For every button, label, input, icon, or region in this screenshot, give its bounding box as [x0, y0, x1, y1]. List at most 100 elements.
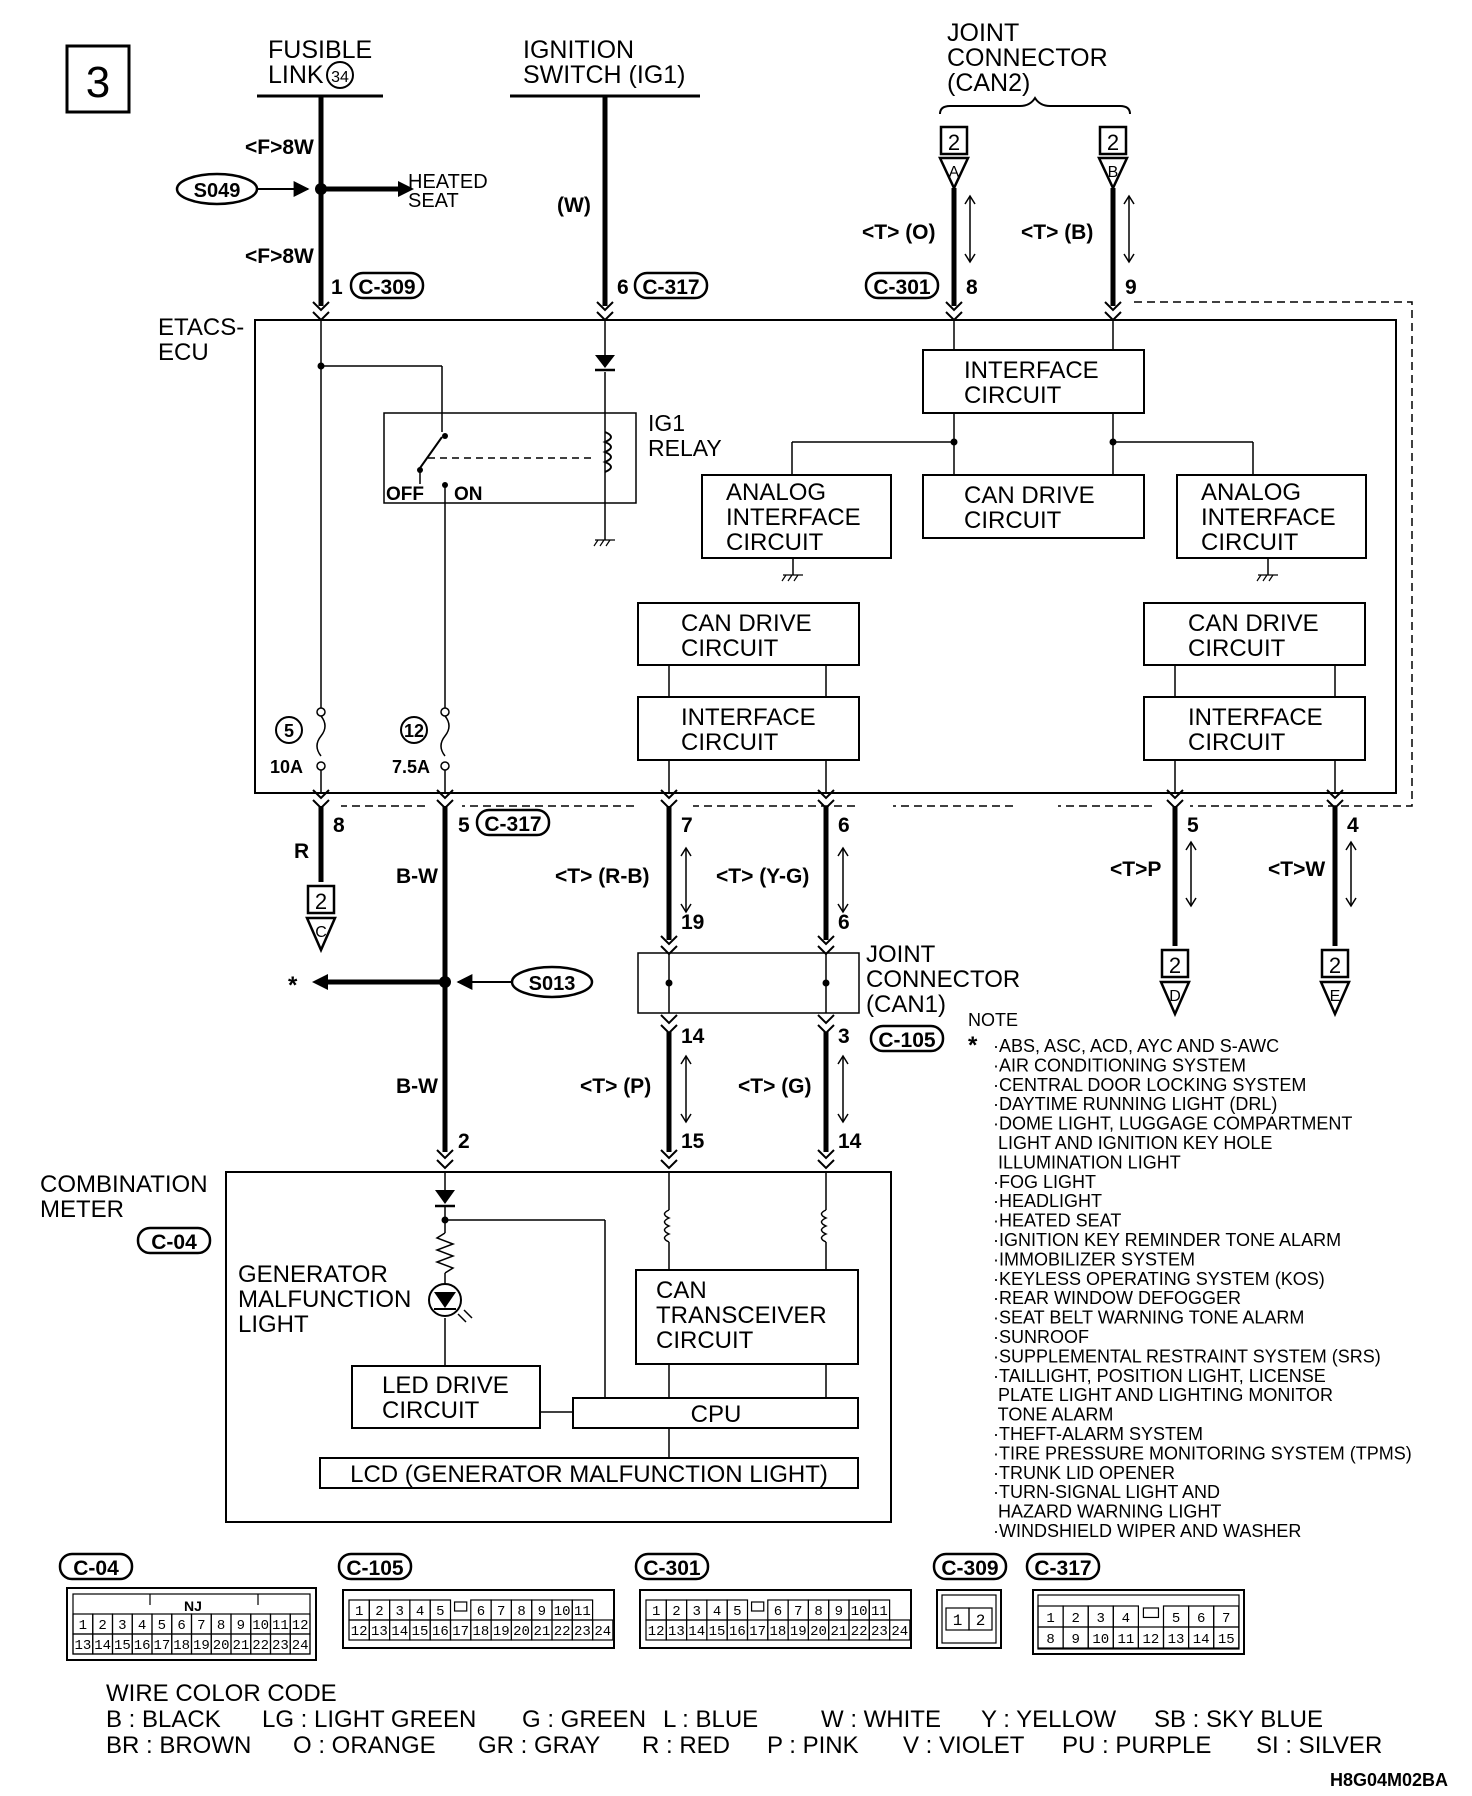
svg-text:FUSIBLE: FUSIBLE [268, 36, 372, 64]
note-item: PLATE LIGHT AND LIGHTING MONITOR [993, 1385, 1333, 1405]
svg-text:CIRCUIT: CIRCUIT [726, 529, 824, 556]
svg-text:CIRCUIT: CIRCUIT [964, 382, 1062, 409]
svg-text:METER: METER [40, 1196, 124, 1223]
fuse-12: 12 7.5A [392, 707, 450, 793]
svg-text:HEATED: HEATED [408, 171, 488, 193]
wire-color-entry: SI : SILVER [1256, 1732, 1382, 1759]
wire-color-entry: R : RED [642, 1732, 730, 1759]
offpage-connector-e: 2 E [1319, 948, 1351, 1018]
connector-pin-label: 1 [1046, 1611, 1054, 1627]
wire-can2-b [1104, 188, 1122, 322]
connector-pin-label: 13 [371, 1624, 388, 1640]
star-marker-branch: * [288, 972, 298, 999]
connector-pin-label: 12 [1143, 1632, 1160, 1648]
connector-pin-label: 17 [452, 1624, 469, 1640]
svg-text:C-105: C-105 [346, 1557, 404, 1580]
wire-color-entry: LG : LIGHT GREEN [262, 1706, 476, 1733]
wire-label-t-w-right: <T>W [1268, 858, 1325, 881]
wire-label-t-p-right: <T>P [1110, 858, 1161, 881]
connector-pin-cell [591, 1619, 614, 1641]
diode-meter [435, 1190, 455, 1208]
pin-1: 1 [331, 276, 343, 299]
wire-can2-a [945, 188, 963, 322]
svg-text:COMBINATION: COMBINATION [40, 1171, 208, 1198]
pin-5-right: 5 [1187, 814, 1199, 837]
connector-tag-c317-bottom: C-317 [475, 808, 551, 837]
connector-pin-label: 14 [1193, 1632, 1210, 1648]
note-item: ·THEFT-ALARM SYSTEM [993, 1424, 1203, 1444]
ecu-bottom-terminals [312, 789, 1344, 810]
connector-key [1142, 1607, 1160, 1619]
connector-pin-label: 20 [513, 1624, 530, 1640]
connector-pin-label: 2 [672, 1604, 680, 1620]
connector-pin-label: 13 [1168, 1632, 1185, 1648]
note-item: HAZARD WARNING LIGHT [993, 1502, 1221, 1522]
note-item: ·KEYLESS OPERATING SYSTEM (KOS) [993, 1269, 1325, 1289]
note-item: LIGHT AND IGNITION KEY HOLE [993, 1133, 1272, 1153]
connector-pin-label: 23 [871, 1624, 888, 1640]
svg-text:12: 12 [404, 721, 424, 741]
analog-interface-circuit-right: ANALOG INTERFACE CIRCUIT [1176, 474, 1367, 559]
connector-pin-label: 15 [114, 1638, 131, 1654]
svg-text:JOINT: JOINT [947, 19, 1019, 47]
svg-text:GENERATOR: GENERATOR [238, 1261, 388, 1288]
can-direction-arrows-mid [680, 840, 1357, 1124]
note: NOTE * ·ABS, ASC, ACD, AYC AND S-AWC·AIR… [968, 1010, 1412, 1541]
connector-pin-label: 1 [79, 1618, 87, 1634]
svg-text:B: B [1108, 164, 1119, 181]
connector-pin-label: 14 [688, 1624, 705, 1640]
connector-pin-label: 12 [648, 1624, 665, 1640]
pin-14-meter: 14 [838, 1130, 862, 1153]
connector-pin-label: 13 [74, 1638, 91, 1654]
connector-key [750, 1601, 765, 1612]
wire-color-entry: W : WHITE [821, 1706, 941, 1733]
connector-pin-label: 12 [351, 1624, 368, 1640]
svg-text:TRANSCEIVER: TRANSCEIVER [656, 1302, 827, 1329]
connector-pin-label: 17 [749, 1624, 766, 1640]
svg-text:E: E [1330, 988, 1341, 1005]
connector-pin-label: 15 [709, 1624, 726, 1640]
svg-text:2: 2 [1329, 953, 1341, 978]
svg-text:C-317: C-317 [484, 813, 541, 836]
can-drive-circuit-left: CAN DRIVE CIRCUIT [637, 602, 860, 666]
interface-circuit-left: INTERFACE CIRCUIT [637, 696, 860, 761]
svg-text:C-301: C-301 [873, 276, 931, 299]
svg-text:2: 2 [1169, 953, 1181, 978]
note-item: ·SEAT BELT WARNING TONE ALARM [993, 1308, 1304, 1328]
svg-text:CAN DRIVE: CAN DRIVE [1188, 610, 1319, 637]
connector-pin-label: 10 [1092, 1632, 1109, 1648]
pin-7: 7 [681, 814, 693, 837]
wire-color-entry: P : PINK [767, 1732, 859, 1759]
svg-text:D: D [1169, 988, 1181, 1005]
svg-text:CIRCUIT: CIRCUIT [681, 729, 779, 756]
connector-tag-c04: C-04 [136, 1226, 212, 1255]
relay-off: OFF [386, 484, 424, 505]
svg-text:5: 5 [284, 721, 294, 741]
connector-pin-label: 1 [652, 1604, 660, 1620]
connector-pin-cell [289, 1633, 311, 1655]
connector-pin-label: 5 [436, 1604, 444, 1620]
wire-label-f8w-bottom: <F>8W [245, 245, 314, 268]
svg-text:INTERFACE: INTERFACE [726, 504, 861, 531]
splice-s013: * S013 [288, 965, 594, 999]
svg-text:CIRCUIT: CIRCUIT [1201, 529, 1299, 556]
connector-pin-label: 13 [668, 1624, 685, 1640]
wire-color-entry: Y : YELLOW [981, 1706, 1117, 1733]
wire-label-t-b: <T> (B) [1021, 221, 1093, 244]
note-item: TONE ALARM [993, 1405, 1113, 1425]
connector-pin-label: 24 [891, 1624, 908, 1640]
svg-text:10A: 10A [270, 757, 303, 777]
note-item: ·HEATED SEAT [993, 1211, 1121, 1231]
wire-label-t-p: <T> (P) [580, 1075, 651, 1098]
svg-text:S013: S013 [529, 973, 576, 995]
can-transceiver-circuit: CAN TRANSCEIVER CIRCUIT [635, 1269, 859, 1365]
wire-label-f8w-top: <F>8W [245, 136, 314, 159]
connector-pin-label: 3 [118, 1618, 126, 1634]
svg-text:INTERFACE: INTERFACE [1201, 504, 1336, 531]
wire-color-entry: L : BLUE [663, 1706, 758, 1733]
connector-pin-label: 4 [138, 1618, 146, 1634]
splice-s049: S049 [175, 172, 414, 206]
